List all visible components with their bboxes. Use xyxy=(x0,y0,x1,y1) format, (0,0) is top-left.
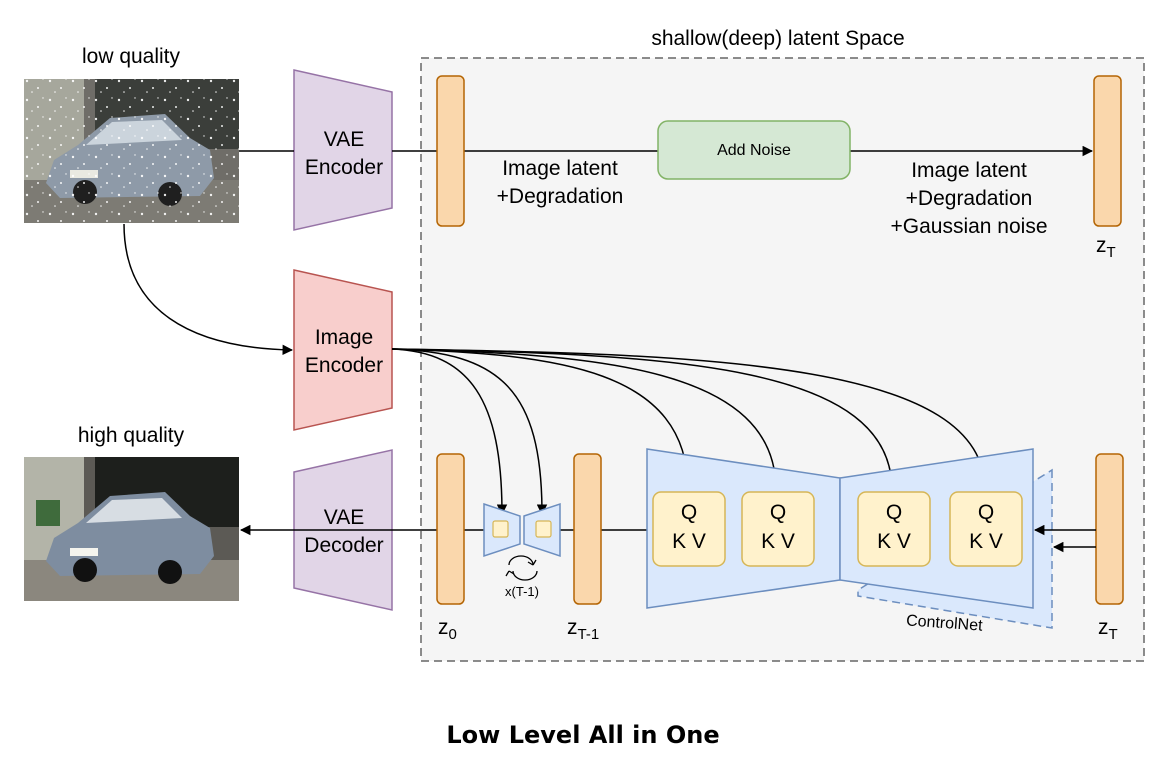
qkv-block-4-q: Q xyxy=(978,501,994,524)
qkv-block-2-q: Q xyxy=(770,501,786,524)
qkv-block-1 xyxy=(652,491,726,567)
image-encoder-to-loop-arrow-2 xyxy=(391,348,548,516)
image-encoder-to-qkv-arrow-1 xyxy=(391,348,694,492)
image-encoder-to-qkv-arrow-2 xyxy=(391,348,782,492)
qkv-block-2 xyxy=(741,491,815,567)
qkv-block-1-q: Q xyxy=(681,501,697,524)
zt1-latent-bar xyxy=(573,453,602,605)
zt-bottom-latent-bar xyxy=(1095,453,1124,605)
image-encoder-to-loop-arrow-1 xyxy=(391,348,508,516)
figure-title: Low Level All in One xyxy=(446,721,719,749)
noisy-latent-line-2: +Degradation xyxy=(906,187,1033,210)
loop-label: x(T-1) xyxy=(505,584,539,599)
image-encoder-to-qkv-arrow-4 xyxy=(391,348,991,492)
qkv-block-3-q: Q xyxy=(886,501,902,524)
top-image-latent-bar xyxy=(436,75,465,227)
image-encoder-label-1: Image xyxy=(315,326,373,349)
mini-qkv-right xyxy=(535,520,552,538)
photo-to-image-encoder-arrow xyxy=(123,223,294,356)
vae-encoder-label-2: Encoder xyxy=(305,156,383,179)
latent-degradation-line-2: +Degradation xyxy=(497,185,624,208)
vae-encoder-label-1: VAE xyxy=(324,128,364,151)
image-encoder-label-2: Encoder xyxy=(305,354,383,377)
refresh-icon xyxy=(505,555,538,581)
noisy-latent-line-3: +Gaussian noise xyxy=(890,215,1047,238)
noisy-latent-line-1: Image latent xyxy=(911,159,1027,182)
qkv-block-3 xyxy=(857,491,931,567)
zt1-label: zT-1 xyxy=(567,616,599,643)
vae-decoder-label-2: Decoder xyxy=(304,534,383,557)
z0-latent-bar xyxy=(436,453,465,605)
qkv-block-2-kv: K V xyxy=(761,530,795,553)
vae-encoder-block xyxy=(293,69,393,231)
top-zt-latent-bar xyxy=(1093,75,1122,227)
latent-space-title: shallow(deep) latent Space xyxy=(651,27,904,50)
qkv-block-1-kv: K V xyxy=(672,530,706,553)
controlnet-label: ControlNet xyxy=(906,612,984,634)
add-noise-label: Add Noise xyxy=(717,142,791,159)
zt-top-label: zT xyxy=(1096,234,1116,261)
low-quality-photo xyxy=(24,79,239,223)
high-quality-photo xyxy=(24,457,239,601)
qkv-block-3-kv: K V xyxy=(877,530,911,553)
add-noise-box xyxy=(657,120,851,180)
vae-decoder-label-1: VAE xyxy=(324,506,364,529)
latent-degradation-line-1: Image latent xyxy=(502,157,618,180)
mini-qkv-left xyxy=(492,520,509,538)
high-quality-label: high quality xyxy=(78,424,185,447)
qkv-block-4 xyxy=(949,491,1023,567)
image-encoder-block xyxy=(293,269,393,431)
unet-decoder-block xyxy=(839,448,1034,609)
low-quality-label: low quality xyxy=(82,45,181,68)
z0-label: z0 xyxy=(438,616,457,643)
qkv-block-4-kv: K V xyxy=(969,530,1003,553)
zt-bottom-label: zT xyxy=(1098,616,1118,643)
